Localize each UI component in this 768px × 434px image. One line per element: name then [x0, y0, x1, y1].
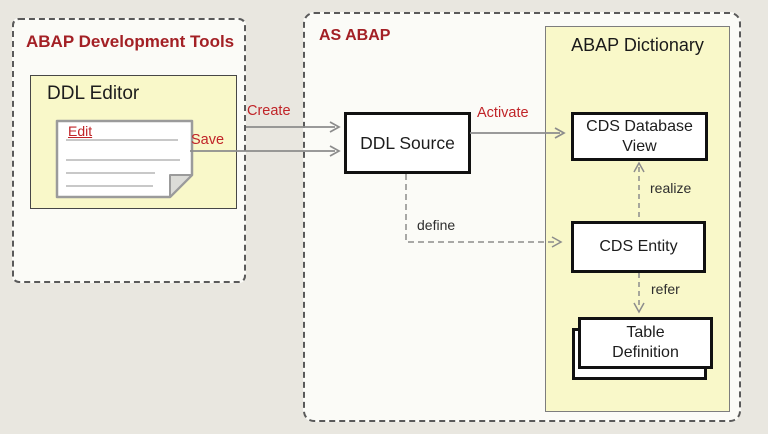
ddl-source-label: DDL Source	[360, 132, 455, 153]
panel-title-abap-development-tools: ABAP Development Tools	[26, 32, 235, 51]
panel-title-abap-dictionary: ABAP Dictionary	[571, 35, 704, 55]
realize-edge-label: realize	[650, 180, 692, 196]
panel-title-as-abap: AS ABAP	[319, 27, 391, 44]
panel-abap-development-tools: ABAP Development Tools DDL Editor Edit	[12, 18, 246, 283]
node-ddl-editor: DDL Editor Edit	[30, 75, 237, 209]
save-edge-label: Save	[191, 132, 225, 148]
cds-entity-label: CDS Entity	[599, 238, 678, 255]
node-table-definition: Table Definition	[578, 317, 713, 369]
refer-edge-label: refer	[651, 281, 680, 297]
define-edge-label: define	[417, 217, 456, 233]
document-note-icon	[55, 119, 194, 199]
table-definition-label-line2: Definition	[612, 344, 679, 361]
node-ddl-source: DDL Source	[344, 112, 471, 174]
node-cds-entity: CDS Entity	[571, 221, 706, 273]
cds-db-view-label-line1: CDS Database	[586, 117, 693, 135]
create-edge-label: Create	[247, 103, 291, 119]
cds-db-view-label-line2: View	[622, 137, 657, 155]
ddl-editor-label: DDL Editor	[47, 83, 140, 104]
activate-edge-label: Activate	[477, 105, 529, 121]
node-cds-database-view: CDS Database View	[571, 112, 708, 161]
panel-abap-dictionary: ABAP Dictionary CDS Database View CDS En…	[545, 26, 730, 412]
note-edit-label: Edit	[68, 123, 93, 139]
panel-as-abap: AS ABAP DDL Source ABAP Dictionary CDS D…	[303, 12, 741, 422]
table-definition-label-line1: Table	[626, 324, 665, 341]
